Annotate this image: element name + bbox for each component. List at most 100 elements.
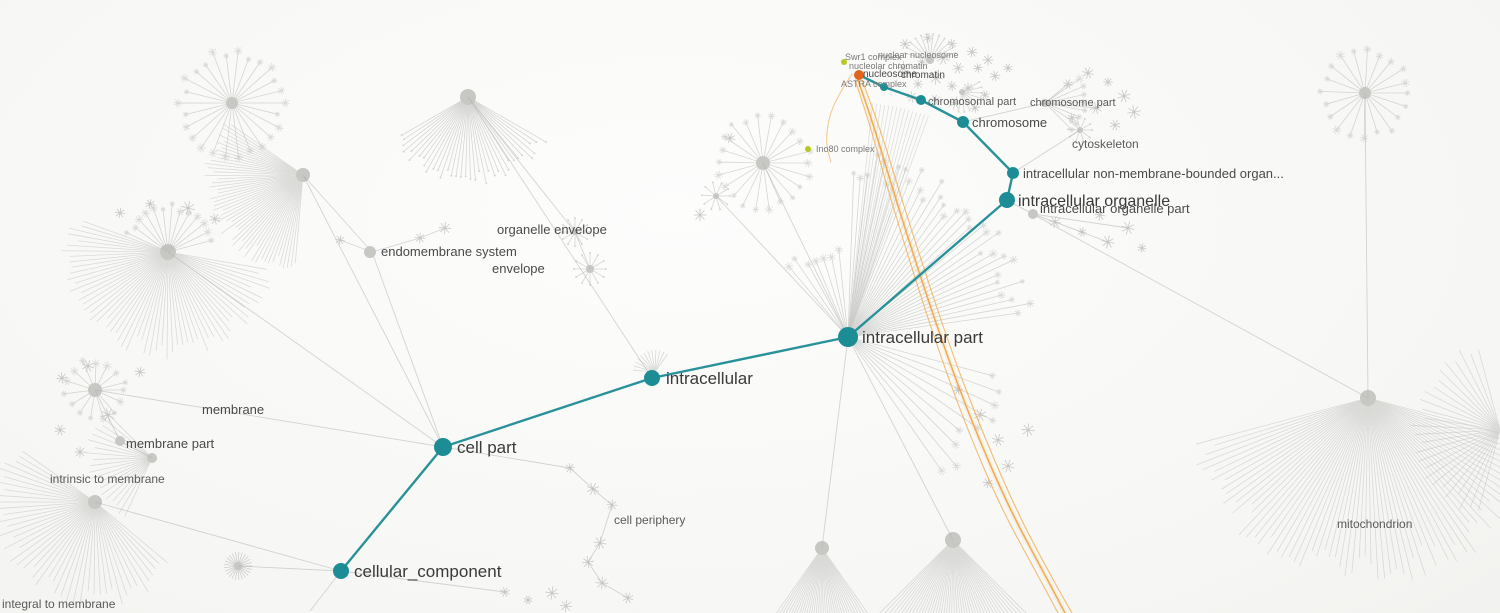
mini-term-node[interactable]: [988, 249, 998, 259]
mini-term-node[interactable]: [209, 213, 221, 225]
mini-term-node[interactable]: [196, 143, 206, 153]
mini-term-node[interactable]: [952, 462, 962, 471]
mini-term-node[interactable]: [122, 379, 129, 386]
mini-term-node[interactable]: [606, 499, 618, 511]
mini-term-node[interactable]: [851, 170, 857, 176]
mini-term-node[interactable]: [731, 192, 737, 199]
mini-term-node[interactable]: [953, 207, 961, 215]
mini-term-node[interactable]: [982, 228, 991, 237]
mini-term-node[interactable]: [134, 366, 146, 378]
mini-term-node[interactable]: [62, 376, 72, 386]
mini-term-node[interactable]: [1076, 113, 1083, 120]
mini-term-node[interactable]: [919, 196, 927, 204]
term-label[interactable]: endomembrane system: [381, 244, 517, 259]
mini-term-node[interactable]: [1137, 243, 1147, 253]
mini-term-node[interactable]: [182, 123, 191, 132]
mini-term-node[interactable]: [1101, 235, 1115, 249]
mini-term-node[interactable]: [193, 212, 202, 221]
mini-term-node[interactable]: [913, 79, 923, 89]
mini-term-node[interactable]: [1388, 127, 1395, 134]
mini-term-node[interactable]: [1127, 105, 1141, 119]
mini-term-node[interactable]: [593, 536, 607, 550]
cluster-hub-node[interactable]: [959, 89, 965, 95]
path-node-chromosomal-part[interactable]: [916, 95, 926, 105]
mini-term-node[interactable]: [827, 252, 836, 262]
term-label[interactable]: intrinsic to membrane: [50, 472, 165, 486]
mini-term-node[interactable]: [1404, 89, 1411, 97]
mini-term-node[interactable]: [1026, 299, 1035, 308]
mini-term-node[interactable]: [223, 52, 230, 59]
mini-term-node[interactable]: [173, 98, 182, 108]
mini-term-node[interactable]: [965, 215, 972, 223]
mini-term-node[interactable]: [1387, 57, 1395, 66]
mini-term-node[interactable]: [208, 237, 215, 244]
mini-term-node[interactable]: [982, 54, 994, 66]
mini-term-node[interactable]: [56, 372, 68, 384]
mini-term-node[interactable]: [936, 51, 950, 65]
mini-term-node[interactable]: [955, 426, 963, 435]
mini-term-node[interactable]: [951, 440, 960, 449]
mini-term-node[interactable]: [1073, 120, 1080, 127]
mini-term-node[interactable]: [160, 206, 166, 212]
cluster-hub-node[interactable]: [926, 56, 934, 64]
mini-term-node[interactable]: [1109, 119, 1121, 131]
path-node-cellular-component[interactable]: [333, 563, 349, 579]
term-label[interactable]: intracellular organelle: [1018, 193, 1170, 210]
mini-term-node[interactable]: [1075, 74, 1084, 84]
mini-term-node[interactable]: [1063, 79, 1073, 89]
mini-term-node[interactable]: [896, 164, 902, 170]
term-label[interactable]: mitochondrion: [1337, 517, 1412, 531]
mini-term-node[interactable]: [586, 482, 600, 496]
mini-term-node[interactable]: [208, 148, 218, 158]
mini-term-node[interactable]: [1080, 82, 1087, 90]
mini-term-node[interactable]: [188, 133, 197, 143]
mini-term-node[interactable]: [779, 118, 788, 126]
mini-term-node[interactable]: [82, 360, 94, 372]
mini-term-node[interactable]: [1324, 75, 1331, 83]
mini-term-node[interactable]: [902, 166, 909, 173]
cluster-hub-node[interactable]: [115, 436, 125, 446]
term-label[interactable]: intracellular non-membrane-bounded organ…: [1023, 166, 1284, 181]
term-label[interactable]: Ino80 complex: [816, 144, 875, 154]
mini-term-node[interactable]: [1094, 209, 1106, 221]
mini-term-node[interactable]: [582, 556, 594, 568]
mini-term-node[interactable]: [559, 599, 573, 613]
mini-term-node[interactable]: [245, 56, 252, 63]
mini-term-node[interactable]: [523, 595, 533, 605]
mini-term-node[interactable]: [904, 177, 914, 186]
mini-term-node[interactable]: [754, 112, 761, 119]
mini-term-node[interactable]: [990, 401, 1000, 411]
mini-term-node[interactable]: [141, 208, 150, 218]
mini-term-node[interactable]: [1077, 227, 1087, 237]
mini-term-node[interactable]: [995, 229, 1002, 237]
mini-term-node[interactable]: [274, 111, 281, 117]
mini-term-node[interactable]: [182, 111, 189, 118]
mini-term-node[interactable]: [199, 218, 209, 228]
mini-term-node[interactable]: [1375, 51, 1384, 60]
mini-term-node[interactable]: [1014, 309, 1022, 317]
mini-term-node[interactable]: [918, 167, 925, 173]
mini-term-node[interactable]: [54, 424, 66, 436]
mini-term-node[interactable]: [937, 466, 946, 476]
mini-term-node[interactable]: [767, 111, 776, 120]
mini-term-node[interactable]: [916, 186, 925, 195]
term-label[interactable]: envelope: [492, 261, 545, 276]
mini-term-node[interactable]: [545, 586, 559, 600]
term-label[interactable]: integral to membrane: [2, 597, 116, 611]
nucleosome-highlight-node[interactable]: [854, 70, 864, 80]
mini-term-node[interactable]: [784, 261, 794, 271]
mini-term-node[interactable]: [180, 73, 189, 83]
mini-term-node[interactable]: [803, 158, 813, 168]
term-label[interactable]: chromosome: [972, 115, 1047, 130]
mini-term-node[interactable]: [145, 199, 155, 209]
mini-term-node[interactable]: [1019, 278, 1025, 284]
mini-term-node[interactable]: [1021, 423, 1035, 437]
mini-term-node[interactable]: [720, 182, 729, 191]
mini-term-node[interactable]: [169, 200, 176, 207]
mini-term-node[interactable]: [134, 214, 144, 224]
cluster-hub-node[interactable]: [226, 97, 238, 109]
mini-term-node[interactable]: [791, 255, 798, 262]
mini-term-node[interactable]: [68, 400, 76, 408]
mini-term-node[interactable]: [70, 366, 79, 376]
